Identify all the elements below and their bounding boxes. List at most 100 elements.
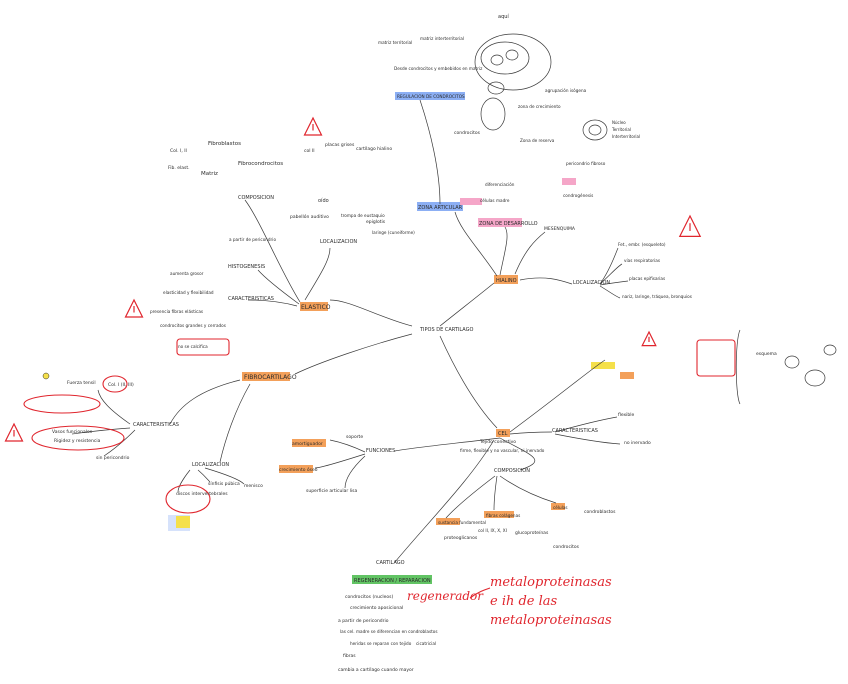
node-mesenquima: MESENQUIMA: [544, 226, 576, 232]
node-composicion-h: COMPOSICION: [494, 468, 530, 474]
node-cel-desc: firme, flexible y no vascular, ni inerva…: [460, 448, 545, 453]
node-reg-2: crecimiento aposicional: [350, 605, 403, 611]
node-reg-8: cambia a cartílago cuando mayor: [338, 666, 414, 673]
node-cond: condrocitos: [454, 130, 481, 136]
connector-9: [500, 227, 507, 275]
node-hialino: HIALINO: [496, 278, 517, 284]
connector-15: [395, 440, 494, 562]
node-territorial: Territorial: [611, 127, 631, 132]
node-reg-6: cicatricial: [416, 641, 436, 646]
connector-0: [330, 300, 412, 326]
connector-1: [295, 334, 412, 374]
node-car-h2: no inervado: [624, 440, 651, 446]
node-epiglotis: epiglotis: [366, 219, 386, 225]
node-fib-elast: Fib. elast.: [168, 165, 190, 171]
node-loc-f2: sínfisis púbica: [208, 480, 240, 487]
node-col-tipo: col II, IX, X, XI: [478, 528, 507, 533]
node-fibrocondrocitos: Fibrocondrocitos: [238, 161, 283, 167]
connector-14: [220, 384, 250, 462]
node-regenerador: regenerador: [407, 589, 484, 603]
node-condroblastos: condroblastos: [584, 509, 616, 515]
node-zona-ret: Zona de reserva: [520, 138, 555, 143]
node-nucleo: Núcleo: [612, 120, 626, 125]
node-loc-f1: discos intervertebrales: [176, 491, 228, 497]
bracket: [736, 330, 740, 404]
node-caracteristicas-e: CARACTERISTICAS: [228, 296, 274, 302]
node-fig-title: esquema: [756, 352, 777, 357]
node-cel-madre: células madre: [480, 198, 510, 203]
node-car-e5: no se calcifica: [178, 344, 208, 349]
node-regulacion: REGULACION DE CONDROCITOS: [397, 94, 465, 99]
node-proteoglicanos: proteoglicanos: [444, 535, 478, 541]
connector-18: [510, 432, 552, 434]
node-sustancia-fund: sustancia fundamental: [438, 520, 486, 525]
highlight-yellow: [591, 362, 615, 369]
node-fibroblastos: Fibroblastos: [208, 141, 241, 147]
node-trompa: trompa de eustaquio: [341, 213, 385, 218]
node-reg-3: a partir de pericondrio: [338, 618, 389, 624]
node-fibras-col: fibras colágenas: [486, 513, 520, 518]
connector-23: [600, 286, 620, 298]
node-col-ii: col II: [304, 148, 315, 154]
node-localizacion-e: LOCALIZACION: [320, 239, 357, 245]
node-cel-sub: Tejido conectivo: [479, 439, 516, 445]
decorations: [6, 34, 837, 598]
node-funciones: FUNCIONES: [366, 448, 395, 454]
connector-25: [494, 476, 497, 510]
highlight-yellow-box: [176, 516, 190, 528]
connector-36: [198, 470, 210, 482]
node-col-i: Col. I, II: [170, 148, 187, 154]
connector-10: [520, 278, 572, 284]
connector-29: [345, 456, 365, 488]
circle-highlight: [166, 485, 210, 513]
node-diferenciacion: diferenciación: [485, 182, 515, 187]
node-pabellon: pabellón auditivo: [290, 213, 329, 220]
cell-schematic: [583, 120, 607, 140]
node-composicion-e: COMPOSICION: [238, 195, 274, 201]
node-func-3: crecimiento óseo: [279, 466, 318, 473]
node-loc-f3: menisco: [244, 483, 263, 489]
connector-27: [330, 440, 365, 452]
node-metaloproteinasas: metaloproteinasas: [490, 575, 612, 590]
node-car-f5: sin pericondrio: [96, 455, 130, 461]
node-regul-3: Desde condrocitos y embebidos en matriz: [394, 66, 483, 71]
node-car-h1: flexible: [618, 412, 635, 418]
node-metaloproteinasas-2: metaloproteinasas: [490, 613, 612, 628]
node-car-f3: Vasos funcionales: [52, 429, 93, 435]
node-func-4: superficie articular lisa: [306, 488, 358, 494]
node-labels: TIPOS DE CARTILAGOELASTICOFIBROCARTILAGO…: [52, 13, 777, 673]
highlight-orange-small: [620, 372, 634, 379]
node-regul-1: matriz territorial: [378, 40, 412, 45]
connector-20: [600, 248, 618, 284]
node-aquí: aquí: [498, 13, 509, 20]
node-interterritorial: Interterritorial: [612, 134, 640, 139]
cell-schematic: [824, 345, 836, 355]
node-cel: CEL: [498, 431, 508, 437]
node-oido: oído: [318, 197, 329, 204]
cell-schematic: [805, 370, 825, 386]
node-histo-desc: a partir de pericondrio: [229, 237, 276, 242]
node-loc-h4: nariz, laringe, tráquea, bronquios: [622, 294, 692, 299]
connector-28: [315, 454, 365, 468]
node-car-e1: aumenta grosor: [170, 271, 204, 276]
connector-11: [515, 232, 545, 274]
node-fibrocartilago: FIBROCARTILAGO: [244, 374, 297, 381]
connector-2: [440, 283, 494, 326]
node-func-2: amortiguador: [292, 441, 323, 447]
cell-nucleus: [506, 50, 518, 60]
connector-3: [440, 336, 497, 428]
node-pericondrio: pericondrio fibroso: [566, 161, 606, 166]
node-zona-articular: ZONA ARTICULAR: [418, 205, 463, 211]
node-car-f4: Rigidez y resistencia: [54, 438, 101, 444]
lightbulb-icon: [43, 373, 49, 379]
highlight-pink-2: [460, 198, 482, 205]
cell-nucleus: [589, 125, 601, 135]
node-car-e2: elasticidad y flexibilidad: [163, 290, 214, 295]
node-agrupa: agrupación isógena: [545, 88, 587, 93]
node-car-e3: presencia fibras elásticas: [150, 309, 203, 314]
node-reg-1: condrocitos (nucleos): [345, 594, 394, 600]
connector-13: [170, 380, 240, 424]
node-reg-5: heridas se reparan con tejido: [350, 641, 412, 646]
node-center: TIPOS DE CARTILAGO: [419, 327, 473, 333]
connector-26: [500, 476, 556, 503]
